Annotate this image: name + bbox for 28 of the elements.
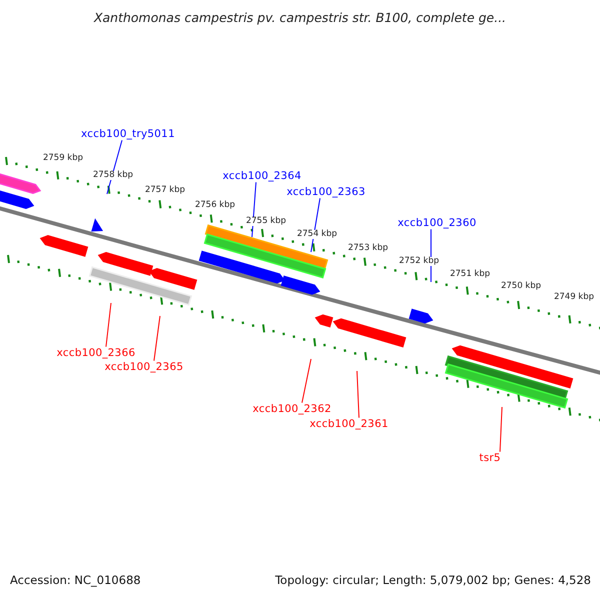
tick-label: 2750 kbp <box>500 282 542 290</box>
tick-label: 2754 kbp <box>296 230 338 238</box>
tick-label: 2759 kbp <box>42 154 84 162</box>
gene-label: xccb100_2366 <box>56 348 136 358</box>
tick-label: 2749 kbp <box>552 293 596 302</box>
gene-label: xccb100_2365 <box>104 362 184 372</box>
gene-label: xccb100_2360 <box>398 218 476 228</box>
gene-label: xccb100_2364 <box>222 170 302 182</box>
footer-text: Topology: circular; Length: 5,079,002 bp; Genes: 4,528 <box>275 575 591 586</box>
gene-label: xccb100_try5011 <box>81 128 175 140</box>
tick-label: 2753 kbp <box>346 244 390 252</box>
tick-label: 2756 kbp <box>194 201 236 210</box>
gene-label: xccb100_2361 <box>310 418 388 430</box>
leader-line <box>356 370 360 418</box>
gene-label: xccb100_2363 <box>286 186 366 198</box>
tick-label: 2758 kbp <box>92 171 134 180</box>
title: Xanthomonas campestris pv. campestris str. B100, complete ge... <box>92 12 508 24</box>
leader-line <box>154 316 160 362</box>
tick-label: 2755 kbp <box>244 217 288 226</box>
leader-line <box>302 358 312 404</box>
footer-text: Accession: NC_010688 <box>10 575 141 586</box>
leader-line <box>106 302 112 348</box>
tick-label: 2751 kbp <box>448 270 492 278</box>
tick-label: 2752 kbp <box>398 257 440 266</box>
leader-line <box>500 406 502 452</box>
gene-label: xccb100_2362 <box>252 404 332 414</box>
tick-label: 2757 kbp <box>144 186 186 194</box>
gene-label: tsr5 <box>479 452 501 464</box>
